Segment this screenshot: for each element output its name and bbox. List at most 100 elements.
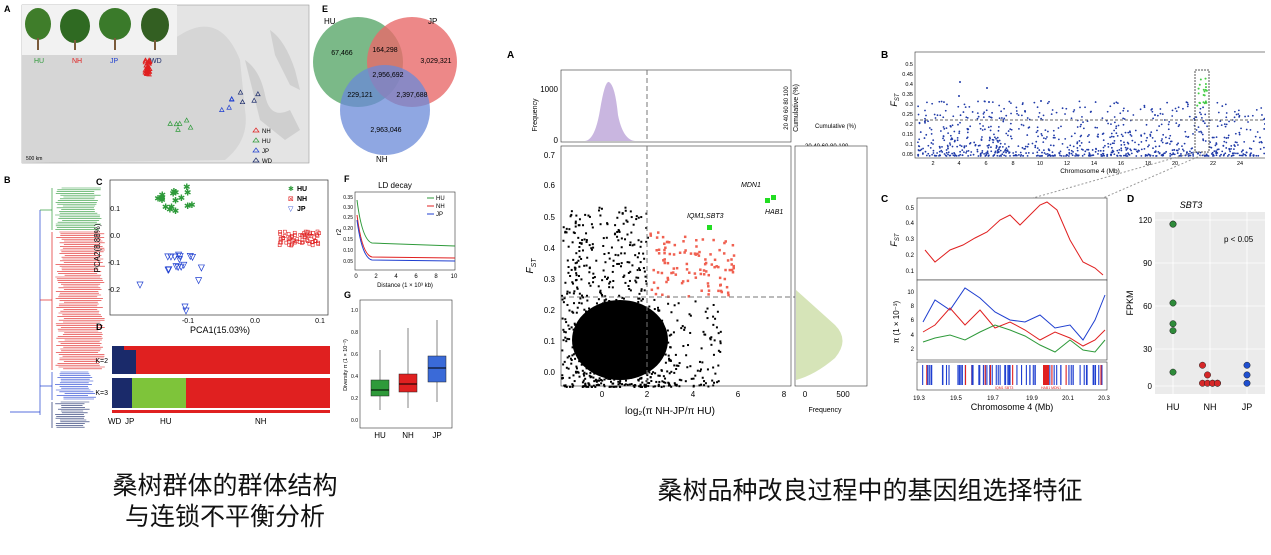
diversity-ylabel: Diversity π (1 × 10⁻²) bbox=[343, 339, 349, 391]
panel-e-venn: E HU JP NH 67,466 3,029,321 164,298 2,95… bbox=[313, 4, 457, 164]
manhattan-ylabel: FST bbox=[889, 92, 901, 107]
svg-text:4: 4 bbox=[394, 274, 398, 280]
tree-photo-3 bbox=[99, 8, 131, 50]
svg-text:8: 8 bbox=[434, 274, 438, 280]
zoom-gene-track bbox=[922, 365, 1103, 385]
caption-left: 桑树群体的群体结构 与连锁不平衡分析 bbox=[60, 470, 390, 532]
hist-top-bars bbox=[585, 81, 635, 141]
zoom-pi-ylabel: π (1 × 10⁻³) bbox=[892, 300, 901, 343]
ld-xlabel: Distance (1 × 10³ kb) bbox=[377, 283, 433, 289]
svg-text:6: 6 bbox=[911, 318, 915, 324]
pca-xtick: 0.0 bbox=[250, 318, 260, 325]
pca-point-hu: ✱ bbox=[183, 182, 191, 192]
map-sample-triangle bbox=[143, 70, 150, 76]
pca-point-nh bbox=[290, 234, 294, 238]
fpkm-pvalue: p < 0.05 bbox=[1224, 235, 1254, 244]
svg-text:0.2: 0.2 bbox=[351, 396, 358, 402]
pca-point-hu: ✱ bbox=[158, 195, 166, 205]
pca-point-nh bbox=[286, 232, 291, 236]
pca-point-nh bbox=[287, 236, 292, 240]
pca-point-hu: ✱ bbox=[154, 194, 162, 204]
panel-label-b: B bbox=[4, 175, 11, 185]
zoom-fst-ylabel: FST bbox=[889, 232, 901, 247]
map-sample-triangles bbox=[142, 57, 261, 163]
scatter-points bbox=[561, 206, 736, 388]
panel-label-right-a: A bbox=[507, 50, 514, 61]
venn-hu-nh: 229,121 bbox=[347, 92, 372, 99]
pca-legend: ✱HU ⊠NH ▽JP bbox=[288, 185, 307, 213]
pca-point-jp bbox=[136, 281, 144, 289]
pca-xtick: 0.1 bbox=[315, 318, 325, 325]
pca-point-jp bbox=[180, 261, 188, 270]
pca-point-nh bbox=[279, 240, 284, 245]
svg-text:30: 30 bbox=[1143, 345, 1152, 354]
svg-text:1.0: 1.0 bbox=[351, 308, 358, 314]
pca-point-nh bbox=[301, 240, 305, 245]
venn-nh-only: 2,963,046 bbox=[370, 127, 401, 134]
cum-label-right: Cumulative (%) bbox=[815, 124, 856, 130]
venn-set-jp: JP bbox=[428, 17, 437, 26]
panel-a-map: A HU NH JP WD NH HU JP WD 500 km bbox=[4, 4, 310, 165]
ld-title: LD decay bbox=[378, 181, 412, 190]
diversity-group-nh: NH bbox=[402, 431, 414, 440]
svg-text:6: 6 bbox=[984, 161, 987, 167]
svg-text:16: 16 bbox=[1118, 161, 1124, 167]
svg-text:0: 0 bbox=[1148, 382, 1153, 391]
svg-text:10: 10 bbox=[1037, 161, 1043, 167]
pca-ylabel: PCA2(8.88%) bbox=[93, 223, 102, 272]
svg-text:20.3: 20.3 bbox=[1098, 396, 1110, 402]
pca-point-nh bbox=[305, 229, 310, 234]
pca-point-hu: ✱ bbox=[172, 188, 180, 198]
cum-ticks: 20 40 60 80 100 bbox=[784, 86, 790, 130]
pca-point-nh bbox=[295, 237, 300, 241]
caption-left-line2: 与连锁不平衡分析 bbox=[124, 502, 325, 531]
structure-group-hu: HU bbox=[160, 417, 172, 426]
tree-photo-1 bbox=[25, 8, 51, 50]
svg-text:18: 18 bbox=[1145, 161, 1151, 167]
panel-b-manhattan: B FST 0.5 0.45 0.4 0.35 0.3 0.25 0.2 0.1… bbox=[881, 50, 1265, 199]
fpkm-point-jp bbox=[1243, 371, 1251, 379]
svg-text:6: 6 bbox=[414, 274, 418, 280]
svg-text:0.3: 0.3 bbox=[544, 275, 556, 284]
tree-photo-4 bbox=[141, 8, 169, 50]
svg-text:19.7: 19.7 bbox=[987, 396, 999, 402]
zoom-xlabel: Chromosome 4 (Mb) bbox=[971, 402, 1054, 412]
diversity-group-hu: HU bbox=[374, 431, 386, 440]
ld-ylabel: r2 bbox=[336, 229, 343, 235]
caption-left-line1: 桑树群体的群体结构 bbox=[112, 471, 338, 500]
map-sample-triangle bbox=[176, 120, 183, 126]
zoom-gene-label-1: IQM1 SBT3 bbox=[995, 386, 1013, 390]
svg-text:0.25: 0.25 bbox=[343, 215, 353, 221]
svg-text:10: 10 bbox=[451, 274, 458, 280]
svg-text:0.6: 0.6 bbox=[544, 181, 556, 190]
map-legend: NH HU JP WD bbox=[262, 129, 273, 165]
pca-point-jp bbox=[181, 303, 189, 311]
pca-point-jp bbox=[164, 253, 172, 261]
map-sample-triangle bbox=[251, 97, 257, 103]
svg-text:0.4: 0.4 bbox=[351, 374, 358, 380]
venn-hu-only: 67,466 bbox=[331, 50, 353, 57]
panel-label-d: D bbox=[96, 322, 103, 332]
svg-text:0.1: 0.1 bbox=[905, 142, 913, 148]
pca-point-jp bbox=[197, 264, 205, 272]
pca-point-nh bbox=[291, 239, 296, 244]
structure-group-nh: NH bbox=[255, 417, 267, 426]
svg-text:0.1: 0.1 bbox=[906, 269, 915, 275]
svg-text:0.5: 0.5 bbox=[906, 206, 915, 212]
map-sample-triangle bbox=[144, 65, 151, 71]
photo-legend-jp: JP bbox=[110, 58, 119, 65]
panel-b-tree: B bbox=[4, 175, 105, 428]
scatter-xlabel: log₂(π NH-JP/π HU) bbox=[625, 406, 715, 417]
svg-text:0.05: 0.05 bbox=[343, 259, 353, 265]
svg-text:60: 60 bbox=[1143, 302, 1152, 311]
panel-label-e: E bbox=[322, 4, 328, 14]
venn-all: 2,956,692 bbox=[372, 72, 403, 79]
svg-text:19.9: 19.9 bbox=[1026, 396, 1038, 402]
panel-c-pca: C PCA2(8.88%) PCA1(15.03%) 0.1 0.0 -0.1 … bbox=[93, 177, 329, 335]
panel-g-diversity: G Diversity π (1 × 10⁻²) 1.0 0.8 0.6 0.4… bbox=[343, 290, 453, 440]
svg-text:0: 0 bbox=[354, 274, 358, 280]
pca-point-hu: ✱ bbox=[168, 202, 176, 212]
scatter-ylabel: FST bbox=[525, 258, 538, 274]
pca-xlabel: PCA1(15.03%) bbox=[190, 325, 250, 335]
svg-text:0: 0 bbox=[803, 390, 808, 399]
